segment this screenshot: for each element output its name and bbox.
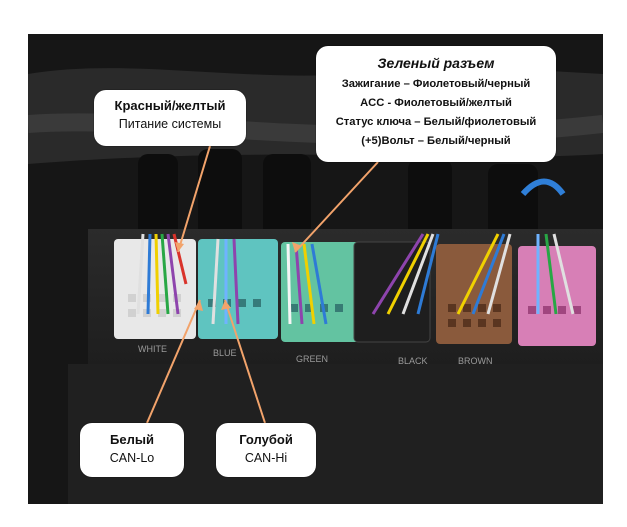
connector-label-white: WHITE	[138, 344, 167, 354]
connector-label-brown: BROWN	[458, 356, 493, 366]
pink-connector	[518, 246, 596, 346]
callout-subtitle: CAN-Hi	[244, 451, 288, 465]
callout-white: Белый CAN-Lo	[80, 423, 184, 477]
callout-line: ACC - Фиолетовый/желтый	[360, 97, 512, 109]
connector-label-blue: BLUE	[213, 348, 237, 358]
callout-title: Голубой	[239, 432, 293, 447]
callout-green-connector: Зеленый разъем Зажигание – Фиолетовый/че…	[316, 46, 556, 162]
callout-title: Зеленый разъем	[377, 55, 495, 71]
callout-line: (+5)Вольт – Белый/черный	[361, 135, 511, 147]
tape-bundle	[138, 154, 178, 239]
callout-subtitle: CAN-Lo	[109, 451, 155, 465]
connector-label-black: BLACK	[398, 356, 428, 366]
black-connector	[353, 241, 431, 343]
callout-line: Зажигание – Фиолетовый/черный	[341, 78, 531, 90]
callout-title: Белый	[110, 432, 154, 447]
callout-red-yellow: Красный/желтый Питание системы	[94, 90, 246, 146]
callout-line: Статус ключа – Белый/фиолетовый	[335, 116, 537, 128]
callout-subtitle: Питание системы	[118, 117, 222, 131]
callout-blue: Голубой CAN-Hi	[216, 423, 316, 477]
callout-title: Красный/желтый	[114, 98, 226, 113]
brown-connector	[436, 244, 512, 344]
connector-label-green: GREEN	[296, 354, 328, 364]
